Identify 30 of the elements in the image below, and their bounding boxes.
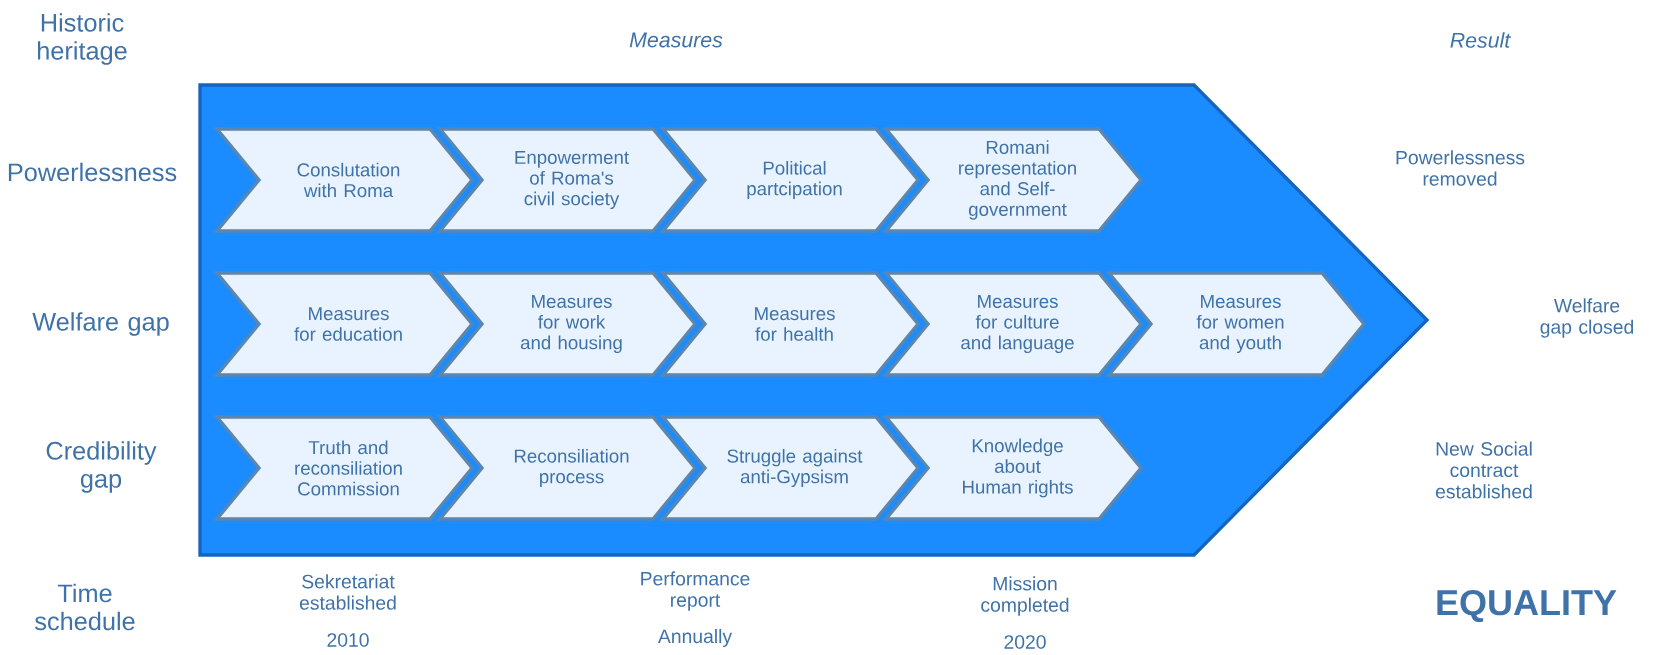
column-heading: Measures [629, 32, 723, 48]
label-text: Welfare gap closed [1540, 298, 1634, 338]
label-text: 2020 [1004, 635, 1046, 649]
row-heading: Powerlessness [8, 162, 177, 182]
label-text: New Social contract established [1435, 441, 1532, 499]
chevron-box: Measures for education [213, 271, 475, 377]
chevron-box: Knowledge about Human rights [882, 415, 1144, 521]
row-heading: Time schedule [35, 583, 135, 631]
chevron-box: Political partcipation [659, 127, 921, 233]
chevron-box: Romani representation and Self-government [882, 127, 1144, 233]
label-text: Powerlessness removed [1396, 150, 1525, 186]
chevron-box: Measures for health [659, 271, 921, 377]
chevron-box: Struggle against anti-Gypsism [659, 415, 921, 521]
label-text: Performance report [641, 571, 750, 611]
title-text: EQUALITY [1437, 589, 1617, 623]
row-heading: Welfare gap [32, 312, 169, 336]
row-heading: Historic heritage [38, 13, 127, 65]
chevron-box: Enpowerment of Roma's civil society [436, 127, 698, 233]
label-text: 2010 [327, 633, 369, 647]
label-text: Sekretariat established [299, 574, 396, 610]
row-heading: Credibility gap [46, 441, 157, 493]
chevron-box: Truth and reconsiliation Commission [213, 415, 475, 521]
chevron-box: Measures for work and housing [436, 271, 698, 377]
label-text: Annually [657, 629, 733, 647]
chevron-box: Reconsiliation process [436, 415, 698, 521]
column-heading: Result [1450, 32, 1511, 48]
chevron-box: Measures for women and youth [1105, 271, 1367, 377]
label-text: Mission completed [981, 576, 1069, 616]
chevron-box: Conslutation with Roma [213, 127, 475, 233]
chevron-box: Measures for culture and language [882, 271, 1144, 377]
